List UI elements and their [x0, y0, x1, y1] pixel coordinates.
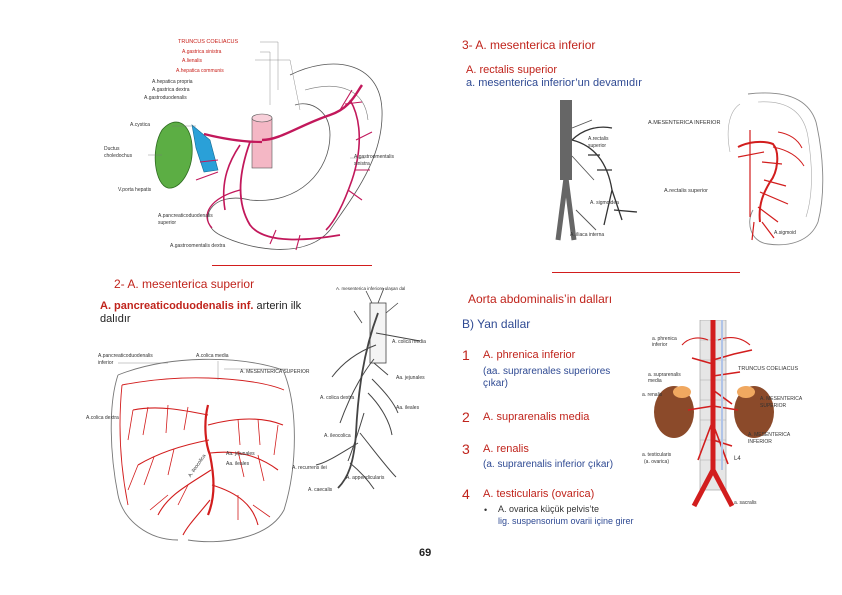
- colon-label-colica-media: A.colica media: [196, 353, 229, 359]
- item-3-title: A. renalis: [483, 443, 529, 455]
- aorta-label-renalis: a. renalis: [642, 392, 663, 398]
- item-4-number: 4: [462, 486, 470, 502]
- bw-label-mesent-top: A. mesenterica inferiore ulaşan dal: [336, 286, 406, 291]
- bw-label-rectalis: A.rectalis: [588, 136, 609, 142]
- heading-mesenterica-inferior: 3- A. mesenterica inferior: [462, 38, 596, 52]
- label-truncus: TRUNCUS COELIACUS: [178, 39, 239, 45]
- figure-truncus-coeliacus: TRUNCUS COELIACUS A.gastrica sinistra A.…: [100, 30, 410, 260]
- figure-aorta-abdominalis: a. phrenica inferior TRUNCUS COELIACUS a…: [642, 319, 832, 510]
- label-ductus: Ductus: [104, 146, 120, 152]
- aorta-label-suprarenalis: a. suprarenalis: [648, 372, 681, 378]
- label-gastroduodenalis: A.gastroduodenalis: [144, 95, 187, 101]
- item-2-number: 2: [462, 409, 470, 425]
- aorta-label-media: media: [648, 378, 662, 384]
- item-2-title: A. suprarenalis media: [483, 411, 590, 423]
- colon-label-colica-dextra: A.colica dextra: [86, 415, 119, 421]
- bw-label-col-media2: A. colica media: [392, 339, 426, 345]
- sub-yan-dallar: B) Yan dallar: [462, 317, 531, 331]
- aorta-label-ovarica: (a. ovarica): [644, 459, 670, 465]
- colon-label-pancreatico: A.pancreaticoduodenalis: [98, 353, 153, 359]
- aorta-label-mesent-sup: A. MESENTERICA: [760, 396, 803, 402]
- heading-mesenterica-superior: 2- A. mesenterica superior: [114, 277, 255, 291]
- bw-label-ileales2: Aa. ileales: [396, 405, 420, 411]
- rule-left: [212, 265, 372, 266]
- sub-rectalis-superior: A. rectalis superior: [466, 64, 558, 76]
- item-1-number: 1: [462, 347, 470, 363]
- sub-rectalis-note: a. mesenterica inferior’un devamıdır: [466, 77, 642, 89]
- label-gastroomentalis-s: A.gastroomentalis: [354, 154, 395, 160]
- red-label-rectalis-sup: A.rectalis superior: [664, 188, 709, 194]
- item-4-bullet-a: A. ovarica küçük pelvis’te: [498, 504, 600, 514]
- bw-label-recurrens: A. recurrens ilei: [292, 465, 327, 471]
- desc-pancreatico: A. pancreaticoduodenalis inf. arterin il…: [100, 300, 330, 326]
- bw-label-col-dextra2: A. colica dextra: [320, 395, 355, 401]
- red-label-mesenterica-inf: A.MESENTERICA INFERIOR: [648, 120, 721, 126]
- aorta-illustration: [654, 319, 774, 508]
- desc-rest2: dalıdır: [100, 313, 131, 325]
- figure-mesenterica-inferior-red: A.MESENTERICA INFERIOR A.rectalis superi…: [648, 92, 828, 250]
- figure-mesenterica-superior-bw: A. mesenterica inferiore ulaşan dal A. c…: [288, 283, 438, 503]
- colon-label-inferior: inferior: [98, 360, 114, 366]
- label-hepatica-communis: A.hepatica communis: [176, 68, 224, 74]
- label-sinistra: sinistra: [354, 161, 370, 167]
- bw-label-iliaca: A. iliaca interna: [570, 232, 605, 238]
- colon-illustration: [727, 92, 824, 246]
- label-choledochus: choledochus: [104, 153, 133, 159]
- bw-label-superior: superior: [588, 143, 607, 149]
- aorta-label-l4: L4: [734, 456, 741, 462]
- colon-label-ileales: Aa. ileales: [226, 461, 250, 467]
- red-label-sigmoid: A.sigmoid: [774, 230, 796, 236]
- bw-mesenterica-illustration: [315, 287, 421, 490]
- label-cystica: A.cystica: [130, 122, 151, 128]
- label-pancreaticoduodenalis: A.pancreaticoduodenalis: [158, 213, 213, 219]
- page-number: 69: [419, 547, 432, 559]
- colon-red-illustration: [110, 358, 295, 543]
- colon-label-mesenterica-sup: A. MESENTERICA SUPERIOR: [240, 369, 310, 375]
- aorta-label-sacralis: a. sacralis: [734, 500, 757, 506]
- item-3-note: (a. suprarenalis inferior çıkar): [483, 459, 614, 470]
- item-4-bullet-b: lig. suspensorium ovarii içine girer: [498, 516, 634, 526]
- bw-label-cecal: A. caecalis: [308, 487, 333, 493]
- item-4-title: A. testicularis (ovarica): [483, 488, 595, 500]
- desc-bold: A. pancreaticoduodenalis inf.: [100, 300, 254, 312]
- truncus-illustration: [148, 41, 383, 251]
- label-gastrica-sinistra: A.gastrica sinistra: [182, 49, 222, 55]
- aorta-label-truncus: TRUNCUS COELIACUS: [738, 366, 799, 372]
- item-4-bullet-dot: •: [484, 505, 488, 515]
- label-hepatica-propria: A.hepatica propria: [152, 79, 193, 85]
- bw-label-jejunales2: Aa. jejunales: [396, 375, 425, 381]
- figure-mesenterica-inferior-bw: A.rectalis superior A. sigmoidea A. ilia…: [552, 100, 672, 250]
- label-superior: superior: [158, 220, 177, 226]
- item-1-note: (aa. suprarenales superiores: [483, 366, 611, 377]
- colon-label-jejunales: Aa. jejunales: [226, 451, 255, 457]
- item-1-note2: çıkar): [483, 378, 508, 389]
- figure-mesenterica-superior-colon: A.pancreaticoduodenalis inferior A.colic…: [86, 345, 310, 550]
- bw-branches-illustration: [555, 100, 638, 241]
- label-vporta: V.porta hepatis: [118, 187, 152, 193]
- item-1-title: A. phrenica inferior: [483, 349, 576, 361]
- heading-aorta-dallari: Aorta abdominalis’in dalları: [468, 292, 613, 306]
- bw-label-appendicularis: A. appendicularis: [346, 475, 385, 481]
- label-gastrica-dextra: A.gastrica dextra: [152, 87, 190, 93]
- aorta-label-phrenica: a. phrenica: [652, 336, 677, 342]
- bw-label-sigmoidea: A. sigmoidea: [590, 200, 619, 206]
- item-3-number: 3: [462, 441, 470, 457]
- aorta-label-inferior2: INFERIOR: [748, 439, 772, 445]
- bw-label-ileocolica2: A. ileocolica: [324, 433, 351, 439]
- aorta-label-testicularis: a. testicularis: [642, 452, 672, 458]
- rule-right: [552, 272, 740, 273]
- aorta-label-mesent-inf: A. MESENTERICA: [748, 432, 791, 438]
- desc-rest1: arterin ilk: [253, 300, 302, 312]
- label-gastroomentalis-d: A.gastroomentalis dextra: [170, 243, 226, 249]
- aorta-label-superior: SUPERIOR: [760, 403, 787, 409]
- aorta-label-inferior: inferior: [652, 342, 668, 348]
- label-lienalis: A.lienalis: [182, 58, 203, 64]
